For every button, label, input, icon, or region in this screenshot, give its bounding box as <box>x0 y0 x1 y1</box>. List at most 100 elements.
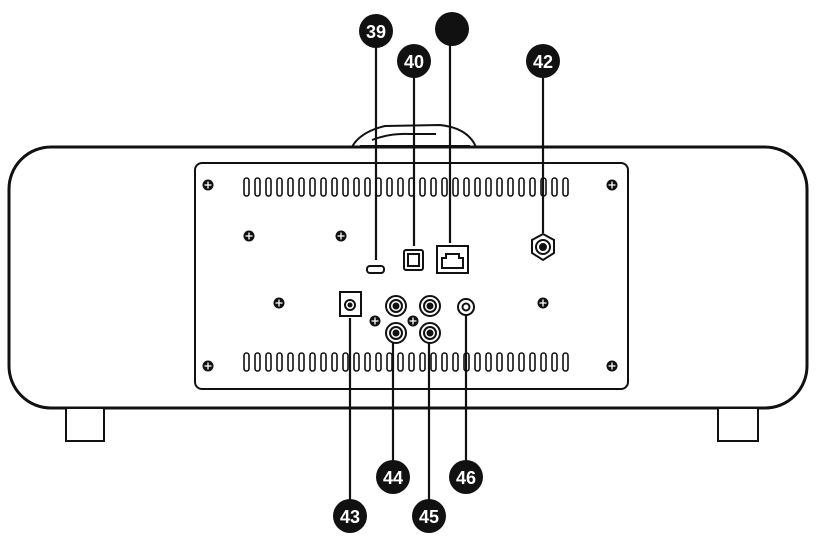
callout-42-label: 42 <box>533 52 553 72</box>
ethernet-port <box>436 245 469 274</box>
vent-slot <box>298 352 305 372</box>
vent-slot <box>342 352 349 372</box>
screw <box>407 315 419 327</box>
screw <box>273 297 285 309</box>
screw <box>606 179 618 191</box>
vent-slot <box>562 352 569 372</box>
vent-slot <box>419 177 426 197</box>
vent-slot <box>397 352 404 372</box>
vent-slot <box>529 177 536 197</box>
vent-slot <box>243 177 250 197</box>
vent-slot <box>320 352 327 372</box>
vent-slot <box>353 352 360 372</box>
rca-jack-lower-left <box>385 322 407 344</box>
vent-slot <box>254 352 261 372</box>
screw <box>606 360 618 372</box>
vent-slot <box>430 177 437 197</box>
screws <box>202 179 618 372</box>
vent-slot <box>562 177 569 197</box>
vent-slot <box>496 352 503 372</box>
vent-row-bottom <box>243 352 569 372</box>
callout-43-label: 43 <box>340 507 360 527</box>
headphone-jack <box>457 298 475 316</box>
callout-39: 39 <box>359 14 393 48</box>
vent-slot <box>364 352 371 372</box>
vent-slot <box>331 352 338 372</box>
vent-slot <box>353 177 360 197</box>
vent-slot <box>276 177 283 197</box>
vent-slot <box>474 177 481 197</box>
optical-port <box>403 249 424 271</box>
vent-slot <box>364 177 371 197</box>
screw <box>202 360 214 372</box>
vent-slot <box>507 177 514 197</box>
antenna-connector <box>531 232 555 262</box>
vent-slot <box>309 177 316 197</box>
vent-slot <box>551 177 558 197</box>
vent-slot <box>309 352 316 372</box>
vent-slot <box>298 177 305 197</box>
vent-slot <box>397 177 404 197</box>
vent-slot <box>540 352 547 372</box>
right-foot <box>717 407 759 442</box>
left-foot <box>65 407 105 442</box>
vent-slot <box>254 177 261 197</box>
callout-42: 42 <box>526 44 560 78</box>
screw <box>369 315 381 327</box>
screw <box>335 230 347 242</box>
dc-input-port <box>339 291 362 317</box>
callout-41 <box>435 12 469 46</box>
vent-slot <box>474 352 481 372</box>
vent-slot <box>375 352 382 372</box>
vent-slot <box>463 177 470 197</box>
vent-slot <box>430 352 437 372</box>
vent-slot <box>485 352 492 372</box>
callout-44: 44 <box>376 460 410 494</box>
screw <box>243 230 255 242</box>
vent-slot <box>265 177 272 197</box>
usb-port <box>366 265 385 274</box>
vent-slot <box>408 352 415 372</box>
vent-slot <box>441 177 448 197</box>
vent-slot <box>265 352 272 372</box>
rca-jack-lower-right <box>419 322 441 344</box>
callout-39-label: 39 <box>366 22 386 42</box>
callout-43: 43 <box>333 499 367 533</box>
vent-slot <box>320 177 327 197</box>
rca-jack-upper-left <box>385 295 407 317</box>
vent-slot <box>485 177 492 197</box>
rca-jacks <box>385 295 441 344</box>
vent-slot <box>441 352 448 372</box>
vent-slot <box>507 352 514 372</box>
callout-45-label: 45 <box>419 507 439 527</box>
vent-slot <box>386 352 393 372</box>
callout-40-label: 40 <box>404 52 424 72</box>
callout-46: 46 <box>449 460 483 494</box>
vent-slot <box>287 352 294 372</box>
vent-slot <box>419 352 426 372</box>
screw <box>537 297 549 309</box>
vent-slot <box>551 352 558 372</box>
vent-slot <box>529 352 536 372</box>
callout-45: 45 <box>412 499 446 533</box>
vent-slot <box>452 352 459 372</box>
vent-slot <box>386 177 393 197</box>
feet <box>65 407 759 442</box>
screw <box>202 179 214 191</box>
rear-plate <box>194 162 629 390</box>
vent-slot <box>276 352 283 372</box>
vent-row-top <box>243 177 569 197</box>
vent-slot <box>342 177 349 197</box>
vent-slot <box>452 177 459 197</box>
vent-slot <box>331 177 338 197</box>
vent-slot <box>287 177 294 197</box>
leader-lines <box>348 45 545 500</box>
callout-44-label: 44 <box>383 468 403 488</box>
vent-slot <box>518 352 525 372</box>
vent-slot <box>496 177 503 197</box>
callout-46-label: 46 <box>456 468 476 488</box>
vent-slot <box>243 352 250 372</box>
vent-slot <box>518 177 525 197</box>
callout-40: 40 <box>397 44 431 78</box>
